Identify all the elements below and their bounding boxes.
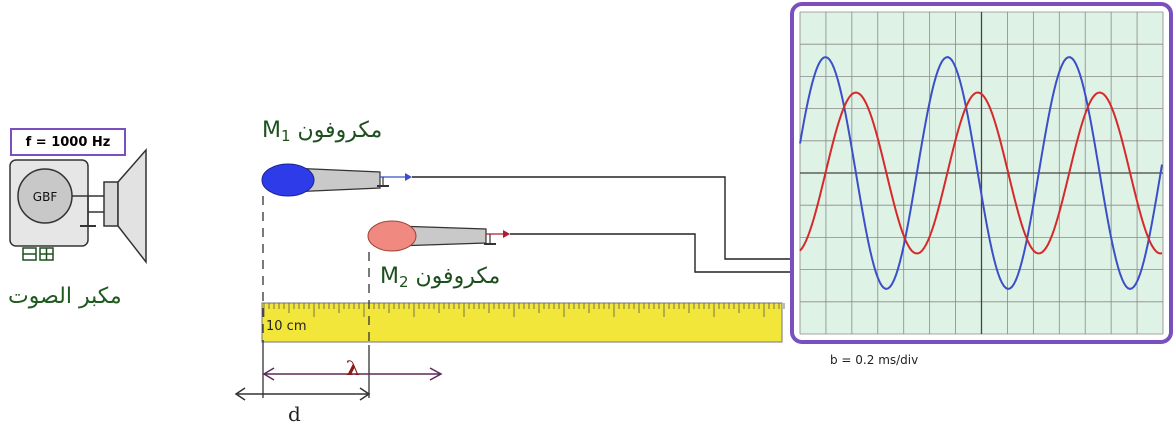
d-label: d bbox=[288, 402, 301, 426]
lambda-arrow bbox=[262, 367, 443, 381]
oscilloscope-grid bbox=[799, 11, 1164, 335]
microphone-2-label: M2 مكروفون bbox=[380, 264, 500, 291]
microphone-1-head bbox=[261, 163, 315, 197]
microphone-1-symbol: M bbox=[262, 118, 281, 143]
ruler-body bbox=[261, 302, 783, 343]
ruler-label: 10 cm bbox=[266, 319, 307, 334]
signal-cables bbox=[412, 176, 822, 276]
microphone-2-name: مكروفون bbox=[415, 264, 501, 289]
speaker-label: مكبر الصوت bbox=[8, 284, 122, 309]
reference-lines bbox=[262, 196, 370, 398]
microphone-1 bbox=[261, 163, 412, 197]
microphone-1-label: M1 مكروفون bbox=[262, 118, 382, 145]
oscilloscope bbox=[790, 2, 1173, 344]
d-arrow bbox=[234, 387, 371, 401]
microphone-2-head bbox=[367, 220, 417, 252]
timebase-label: b = 0.2 ms/div bbox=[830, 353, 919, 367]
trace-m2 bbox=[799, 91, 1163, 255]
microphone-1-index: 1 bbox=[280, 127, 291, 145]
lambda-label: λ bbox=[346, 356, 361, 380]
generator: GBF bbox=[9, 159, 110, 261]
trace-m1 bbox=[799, 56, 1163, 290]
loudspeaker bbox=[103, 148, 147, 265]
microphone-2-symbol: M bbox=[380, 264, 399, 289]
generator-name: GBF bbox=[33, 190, 58, 204]
frequency-label: f = 1000 Hz bbox=[10, 128, 126, 156]
cable-m2 bbox=[510, 233, 818, 273]
cable-m1 bbox=[412, 176, 818, 260]
speaker-cone-icon bbox=[117, 148, 147, 265]
microphone-2-index: 2 bbox=[398, 273, 409, 291]
microphone-1-name: مكروفون bbox=[297, 118, 383, 143]
microphone-2 bbox=[367, 220, 510, 252]
ruler bbox=[261, 302, 785, 343]
